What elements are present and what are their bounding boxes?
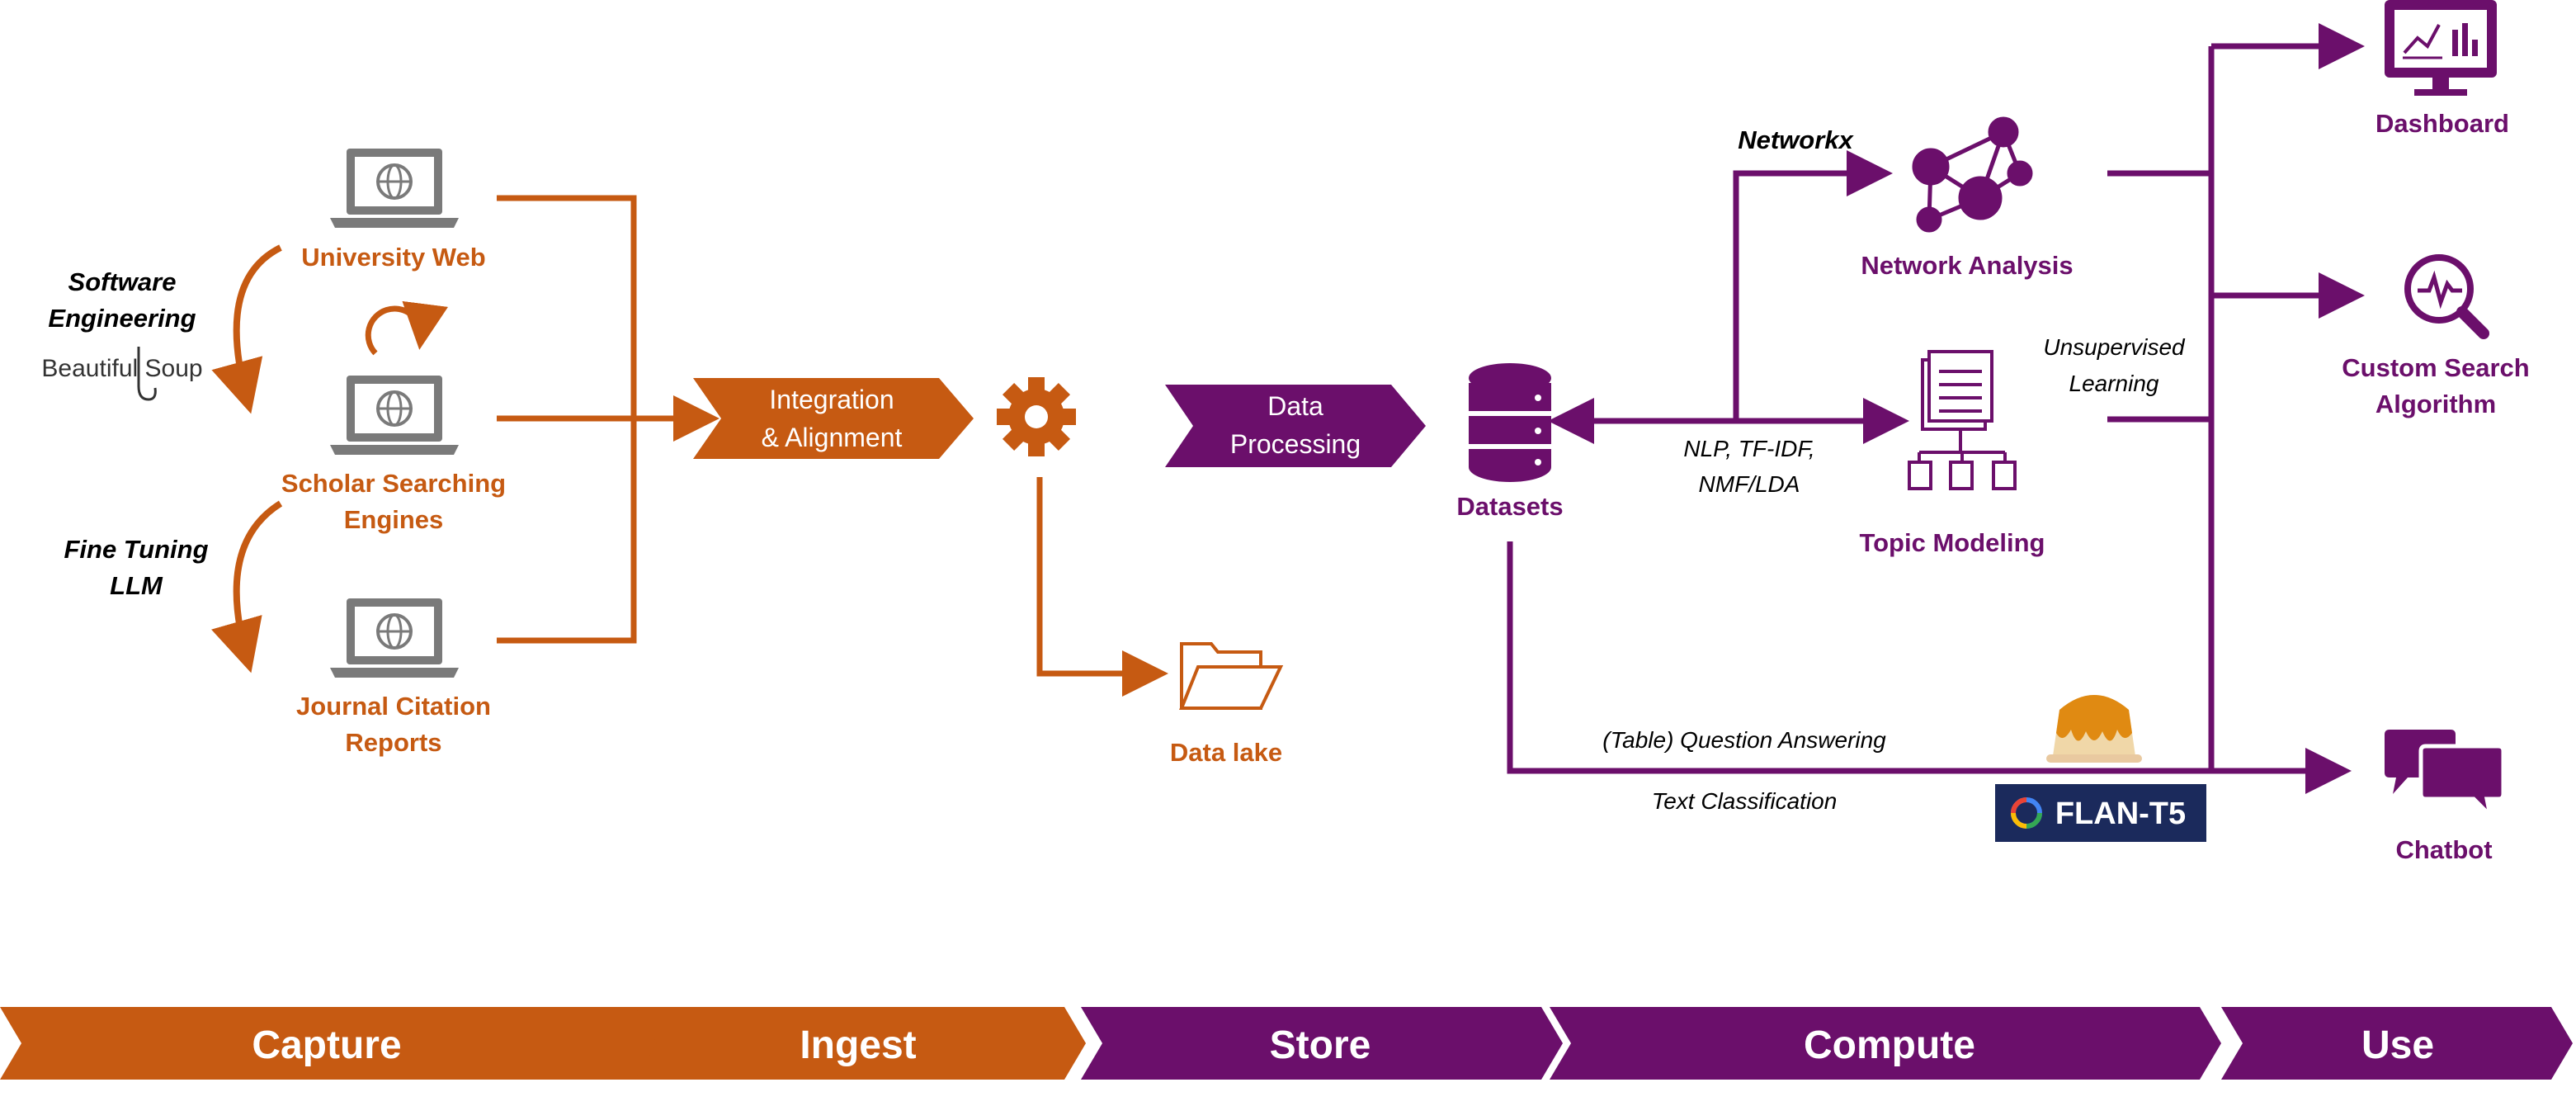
folder-icon <box>1179 642 1284 710</box>
curved-arrow-scholar-to-journal <box>211 500 283 674</box>
laptop-journal-icon <box>330 598 459 678</box>
scholar-label-1: Scholar Searching <box>281 469 506 498</box>
chat-bubbles-icon <box>2385 730 2506 822</box>
svg-text:Beautiful Soup: Beautiful Soup <box>41 355 202 382</box>
data-processing-chevron <box>1165 385 1426 467</box>
nlp-label-1: NLP, TF-IDF, <box>1683 436 1814 461</box>
stage-use-chevron <box>2221 1007 2573 1080</box>
stage-capture-label: Capture <box>252 1023 401 1067</box>
pudding-icon <box>2046 695 2142 763</box>
topic-modeling-label: Topic Modeling <box>1859 528 2045 557</box>
dashboard-monitor-icon <box>2385 0 2497 96</box>
compute-to-use-connectors <box>2107 23 2365 771</box>
software-engineering-label-1: Software <box>68 267 177 296</box>
data-processing-label-2: Processing <box>1230 429 1361 459</box>
stage-bar: Capture Ingest Store Compute Use <box>0 1007 2573 1080</box>
laptop-scholar-icon <box>330 376 459 455</box>
custom-search-label-2: Algorithm <box>2375 390 2496 418</box>
document-tree-icon <box>1908 350 2017 490</box>
arrow-to-data-lake <box>1036 477 1168 697</box>
fine-tuning-label-2: LLM <box>110 571 163 600</box>
datasets-label: Datasets <box>1456 492 1563 521</box>
capture-to-ingest-connector <box>497 195 719 644</box>
integration-alignment-chevron <box>693 378 974 459</box>
nlp-label-2: NMF/LDA <box>1699 471 1800 497</box>
custom-search-label-1: Custom Search <box>2342 353 2529 382</box>
networkx-label: Networkx <box>1738 125 1854 154</box>
database-icon <box>1469 363 1551 482</box>
chatbot-label: Chatbot <box>2395 835 2492 864</box>
network-analysis-label: Network Analysis <box>1861 251 2073 280</box>
unsupervised-label-1: Unsupervised <box>2043 334 2186 360</box>
beautifulsoup-logo: Beautiful Soup <box>41 347 203 401</box>
question-answering-label: (Table) Question Answering <box>1602 727 1886 753</box>
dashboard-label: Dashboard <box>2375 109 2509 138</box>
text-classification-label: Text Classification <box>1652 788 1838 814</box>
university-web-label: University Web <box>301 243 485 272</box>
data-processing-label-1: Data <box>1267 391 1323 421</box>
stage-capture-chevron <box>0 1007 658 1080</box>
stage-ingest-chevron <box>635 1007 1086 1080</box>
flan-t5-badge: FLAN-T5 <box>1995 784 2206 842</box>
data-lake-label: Data lake <box>1170 738 1282 767</box>
journal-label-1: Journal Citation <box>296 692 491 721</box>
curved-arrow-web-to-scholar <box>211 244 282 414</box>
stage-compute-label: Compute <box>1804 1023 1975 1067</box>
software-engineering-label-2: Engineering <box>48 304 196 333</box>
laptop-web-icon <box>330 149 459 228</box>
refresh-cycle-icon <box>365 300 448 356</box>
magnifier-icon <box>2404 254 2489 339</box>
flan-t5-label: FLAN-T5 <box>2055 796 2186 831</box>
stage-compute-chevron <box>1550 1007 2221 1080</box>
stage-store-chevron <box>1081 1007 1563 1080</box>
stage-store-label: Store <box>1270 1023 1371 1067</box>
unsupervised-label-2: Learning <box>2069 371 2159 396</box>
integration-label-1: Integration <box>769 385 894 414</box>
gear-icon <box>997 377 1076 456</box>
dataset-connectors <box>1507 150 2352 794</box>
stage-use-label: Use <box>2361 1023 2434 1067</box>
journal-label-2: Reports <box>345 728 441 757</box>
integration-label-2: & Alignment <box>762 423 903 452</box>
network-graph-icon <box>1912 116 2033 233</box>
fine-tuning-label-1: Fine Tuning <box>64 535 208 564</box>
stage-ingest-label: Ingest <box>800 1023 916 1067</box>
scholar-label-2: Engines <box>344 505 444 534</box>
